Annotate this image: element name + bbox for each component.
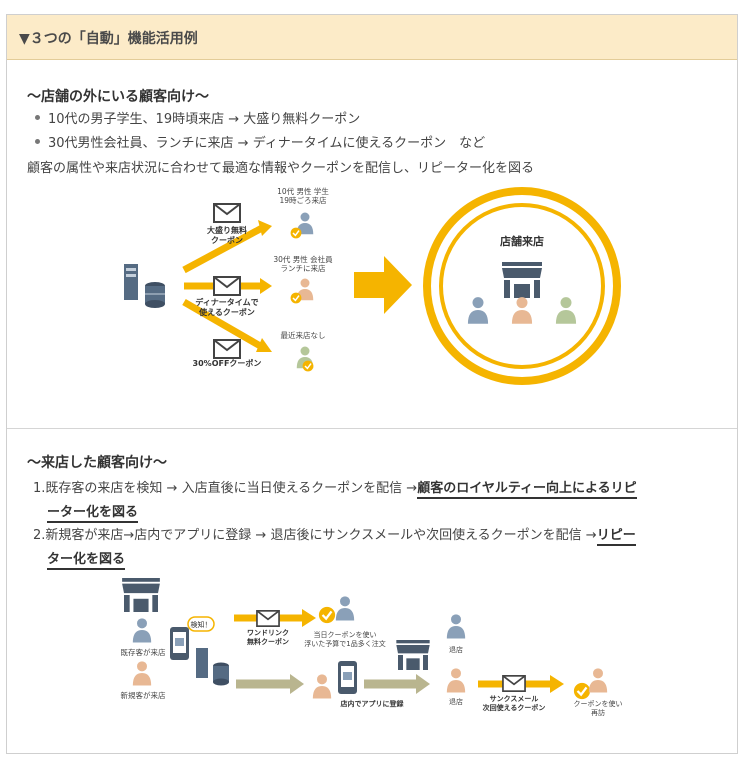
customer1-line2: 19時ごろ来店	[279, 195, 327, 205]
arrow-line	[182, 298, 264, 351]
arrow-line	[182, 224, 264, 274]
section1-title: 〜店舗の外にいる顧客向け〜	[27, 89, 209, 105]
highlight-text: リピー	[596, 528, 636, 546]
customer2-line2: ランチに来店	[281, 263, 326, 273]
panel-header: ▼３つの「自動」機能活用例	[7, 15, 737, 60]
bullet-dot	[35, 115, 40, 120]
revisit-line2: 再訪	[591, 708, 605, 717]
list-item-1: 1.既存客の来店を検知 → 入店直後に当日使えるクーポンを配信 →顧客のロイヤル…	[33, 477, 637, 499]
leave-label-2: 退店	[449, 697, 463, 706]
coupon2-label-line2: 使えるクーポン	[198, 307, 255, 317]
revisit-line1: クーポンを使い	[574, 699, 623, 708]
section-divider	[7, 428, 737, 429]
server-icon	[124, 264, 165, 308]
detect-bubble: 検知！	[187, 616, 215, 632]
list-number: 2.	[33, 528, 46, 543]
store-label: 店舗来店	[500, 234, 544, 248]
section1-description: 顧客の属性や来店状況に合わせて最適な情報やクーポンを配信し、リピーター化を図る	[27, 161, 535, 176]
server-icon	[196, 648, 229, 686]
mail-icon	[213, 203, 241, 223]
today-coupon-line2: 浮いた予算で1品多く注文	[304, 639, 385, 648]
new-customer-label: 新規客が来店	[121, 690, 166, 700]
drink-coupon-line1: ワンドリンク	[247, 628, 289, 637]
person-icon	[588, 668, 608, 693]
person-icon	[132, 661, 152, 686]
check-icon	[290, 292, 302, 304]
section2-title: 〜来店した顧客向け〜	[27, 455, 167, 471]
person-icon	[335, 596, 355, 621]
arrow-head	[302, 609, 316, 627]
arrow-head	[290, 674, 304, 694]
person-icon	[446, 668, 466, 693]
mail-icon	[256, 610, 280, 627]
content-panel	[6, 14, 738, 754]
arrow-head	[260, 278, 272, 294]
list-item-2-cont: ター化を図る	[47, 548, 126, 570]
customer1-line1: 10代 男性 学生	[277, 186, 329, 196]
arrow-head	[550, 675, 564, 693]
person-icon	[555, 297, 577, 324]
coupon1-label-line2: クーポン	[211, 235, 243, 245]
section1-bullet-1: 10代の男子学生、19時頃来店 → 大盛り無料クーポン	[48, 112, 361, 127]
person-icon	[132, 618, 152, 643]
detect-label: 検知！	[191, 620, 212, 629]
highlight-text: 顧客のロイヤルティー向上によるリピ	[417, 481, 637, 499]
coupon2-label-line1: ディナータイムで	[195, 297, 258, 307]
coupon3-label: 30%OFFクーポン	[193, 358, 262, 368]
arrow-head	[416, 674, 430, 694]
bullet-dot	[35, 139, 40, 144]
list-number: 1.	[33, 481, 46, 496]
list-item-2: 2.新規客が来店→店内でアプリに登録 → 退店後にサンクスメールや次回使えるクー…	[33, 524, 636, 546]
person-icon	[511, 297, 533, 324]
list-text: 新規客が来店→店内でアプリに登録 → 退店後にサンクスメールや次回使えるクーポン…	[45, 528, 597, 543]
big-arrow	[354, 256, 412, 314]
today-coupon-line1: 当日クーポンを使い	[314, 630, 377, 639]
phone-icon	[338, 661, 357, 694]
highlight-text: ター化を図る	[47, 552, 126, 570]
store-icon	[502, 262, 542, 298]
store-outer-ring	[423, 187, 621, 385]
register-label: 店内でアプリに登録	[341, 699, 405, 708]
store-icon	[122, 578, 160, 612]
highlight-text: ーター化を図る	[47, 505, 139, 523]
person-icon	[467, 297, 489, 324]
check-icon	[318, 606, 336, 624]
person-icon	[446, 614, 466, 639]
person-icon	[312, 674, 332, 699]
customer2-line1: 30代 男性 会社員	[273, 254, 333, 264]
thanks-line2: 次回使えるクーポン	[483, 703, 546, 712]
panel-title: ▼３つの「自動」機能活用例	[19, 31, 198, 47]
mail-icon	[213, 276, 241, 296]
store-icon	[396, 640, 430, 670]
mail-icon	[213, 339, 241, 359]
mail-icon	[502, 675, 526, 692]
phone-icon	[170, 627, 189, 660]
customer3-label: 最近来店なし	[281, 330, 326, 340]
section1-bullet-2: 30代男性会社員、ランチに来店 → ディナータイムに使えるクーポン など	[48, 136, 486, 151]
coupon1-label-line1: 大盛り無料	[207, 225, 247, 235]
leave-label-1: 退店	[449, 645, 463, 654]
drink-coupon-line2: 無料クーポン	[247, 637, 289, 646]
list-item-1-cont: ーター化を図る	[47, 501, 139, 523]
arrow-head	[258, 220, 272, 236]
list-text: 既存客の来店を検知 → 入店直後に当日使えるクーポンを配信 →	[45, 481, 418, 496]
check-icon	[573, 682, 591, 700]
store-inner-ring	[439, 203, 605, 369]
check-icon	[302, 360, 314, 372]
arrow-head	[256, 338, 272, 352]
existing-customer-label: 既存客が来店	[121, 647, 166, 657]
thanks-line1: サンクスメール	[490, 694, 539, 703]
check-icon	[290, 227, 302, 239]
